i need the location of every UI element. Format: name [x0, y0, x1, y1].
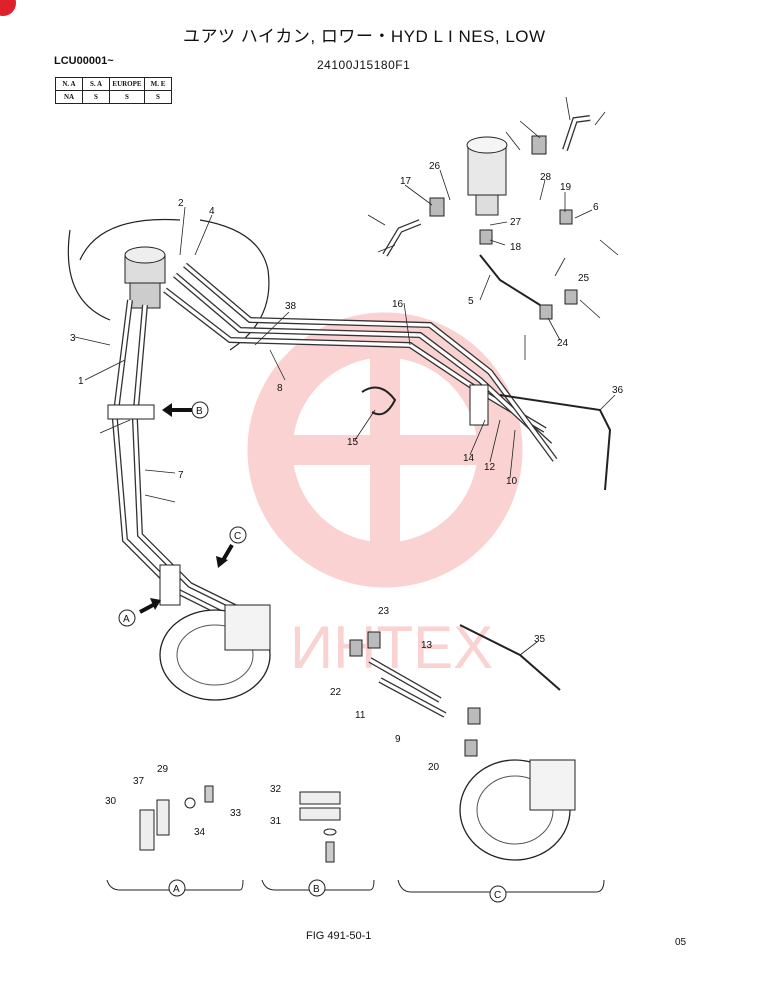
callout-13: 13 — [421, 640, 433, 651]
serial-range: LCU00001~ — [54, 55, 114, 67]
callout-38: 38 — [285, 301, 297, 312]
swivel-joint-left — [124, 246, 166, 309]
callout-28: 28 — [540, 172, 552, 183]
callout-17: 17 — [400, 176, 412, 187]
callout-8: 8 — [277, 383, 283, 394]
callout-25: 25 — [578, 273, 590, 284]
part-number: 24100J15180F1 — [317, 58, 411, 72]
callout-16: 16 — [392, 299, 404, 310]
callout-26: 26 — [429, 161, 441, 172]
callout-29: 29 — [157, 764, 169, 775]
travel-motor-right — [459, 759, 576, 861]
corner-mark — [0, 0, 16, 16]
callout-30: 30 — [105, 796, 117, 807]
callout-20: 20 — [428, 762, 440, 773]
view-label-c: C — [494, 890, 501, 901]
callout-32: 32 — [270, 784, 282, 795]
detail-view-a-parts — [139, 785, 214, 851]
callout-19: 19 — [560, 182, 572, 193]
callout-7: 7 — [178, 470, 184, 481]
callout-22: 22 — [330, 687, 342, 698]
callout-18: 18 — [510, 242, 522, 253]
callout-15: 15 — [347, 437, 359, 448]
callout-35: 35 — [534, 634, 546, 645]
callout-10: 10 — [506, 476, 518, 487]
market-table: N. A S. A EUROPE M. E NA S S S — [55, 77, 172, 104]
callout-34: 34 — [194, 827, 206, 838]
view-brackets: A B C — [106, 879, 605, 903]
lower-hoses — [349, 631, 481, 757]
callout-31: 31 — [270, 816, 282, 827]
arrow-label-a: A — [123, 614, 130, 625]
callout-3: 3 — [70, 333, 76, 344]
page-title: ユアツ ハイカン, ロワー・HYD L I NES, LOW — [183, 27, 546, 46]
market-table-value-row: NA S S S — [55, 90, 172, 104]
view-label-a: A — [173, 884, 180, 895]
callout-37: 37 — [133, 776, 145, 787]
callout-1: 1 — [78, 376, 84, 387]
callout-36: 36 — [612, 385, 624, 396]
callout-14: 14 — [463, 453, 475, 464]
callout-24: 24 — [557, 338, 569, 349]
callout-5: 5 — [468, 296, 474, 307]
callout-23: 23 — [378, 606, 390, 617]
market-value-sa: S — [82, 90, 110, 104]
callout-6: 6 — [593, 202, 599, 213]
callout-4: 4 — [209, 206, 215, 217]
detail-view-b-parts — [299, 791, 341, 863]
callout-9: 9 — [395, 734, 401, 745]
callout-labels: 1 2 3 4 5 6 7 8 9 10 11 12 13 14 15 16 1… — [70, 161, 624, 838]
travel-motor-left — [159, 604, 271, 701]
callout-12: 12 — [484, 462, 496, 473]
view-label-b: B — [313, 884, 320, 895]
view-arrows: B C A — [118, 401, 247, 627]
arrow-label-b: B — [196, 406, 203, 417]
callout-27: 27 — [510, 217, 522, 228]
market-value-me: S — [144, 90, 172, 104]
page-number: 05 — [675, 937, 687, 948]
callout-2: 2 — [178, 198, 184, 209]
callout-33: 33 — [230, 808, 242, 819]
callout-11: 11 — [355, 710, 366, 721]
watermark-logo: ИНТЕХ — [247, 312, 523, 681]
arrow-label-c: C — [234, 531, 241, 542]
leader-lines — [74, 96, 619, 656]
swivel-joint-right — [466, 136, 508, 216]
figure-number: FIG 491-50-1 — [306, 930, 372, 942]
pipe-clamps — [107, 384, 489, 606]
